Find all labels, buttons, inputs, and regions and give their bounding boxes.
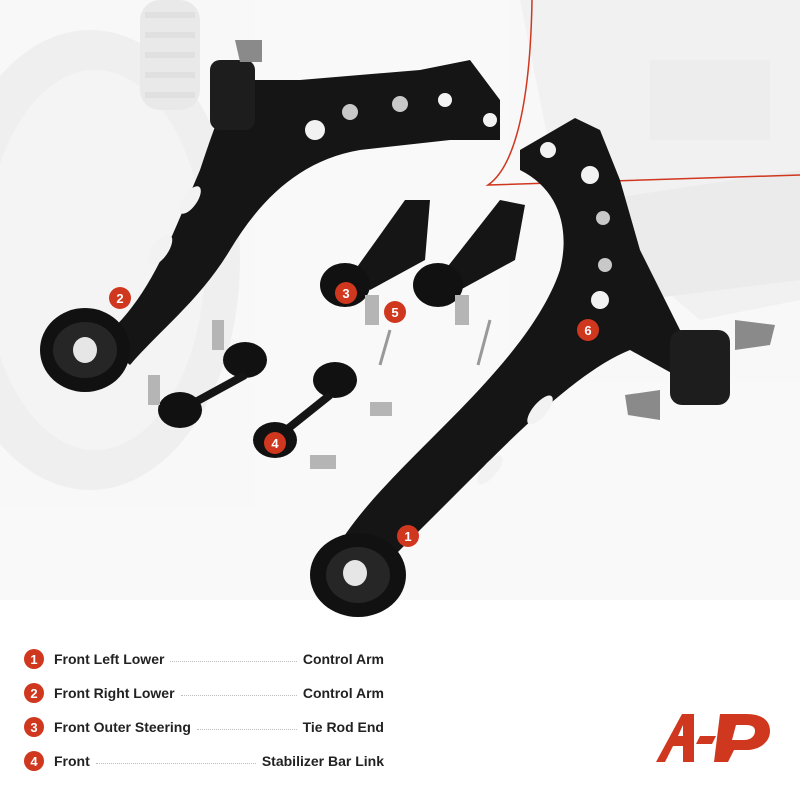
callout-5: 5 — [384, 301, 406, 323]
callout-3: 3 — [335, 282, 357, 304]
tie-rod-ends — [320, 200, 525, 366]
legend-row: 1 Front Left Lower Control Arm — [24, 642, 384, 676]
legend-number: 2 — [24, 683, 44, 703]
callout-1: 1 — [397, 525, 419, 547]
callout-4: 4 — [264, 432, 286, 454]
legend-leader — [95, 762, 256, 764]
callout-4-label: 4 — [271, 436, 279, 451]
callout-2: 2 — [109, 287, 131, 309]
legend-number: 4 — [24, 751, 44, 771]
control-arm-left — [310, 118, 775, 617]
legend-part-position: Front — [54, 753, 90, 769]
legend-row: 4 Front Stabilizer Bar Link — [24, 744, 384, 778]
callout-2-label: 2 — [116, 291, 123, 306]
legend-part-type: Control Arm — [302, 651, 384, 667]
legend-leader — [180, 694, 297, 696]
callout-6-label: 6 — [584, 323, 591, 338]
legend-leader — [170, 660, 297, 662]
control-arm-right — [40, 40, 500, 392]
callout-3-label: 3 — [342, 286, 349, 301]
callout-badges: 1 2 3 4 5 6 — [109, 282, 599, 547]
callout-5-label: 5 — [391, 305, 398, 320]
legend-part-position: Front Left Lower — [54, 651, 165, 667]
legend-part-type: Tie Rod End — [302, 719, 384, 735]
legend-number: 1 — [24, 649, 44, 669]
legend-number: 3 — [24, 717, 44, 737]
legend-row: 3 Front Outer Steering Tie Rod End — [24, 710, 384, 744]
legend-part-type: Stabilizer Bar Link — [261, 753, 384, 769]
a-premium-logo-icon — [656, 714, 770, 762]
legend-row: 2 Front Right Lower Control Arm — [24, 676, 384, 710]
legend-part-position: Front Right Lower — [54, 685, 175, 701]
parts-legend: 1 Front Left Lower Control Arm 2 Front R… — [24, 642, 384, 778]
legend-part-position: Front Outer Steering — [54, 719, 191, 735]
callout-1-label: 1 — [404, 529, 411, 544]
callout-6: 6 — [577, 319, 599, 341]
accent-curve — [485, 0, 800, 186]
legend-leader — [196, 728, 297, 730]
legend-part-type: Control Arm — [302, 685, 384, 701]
